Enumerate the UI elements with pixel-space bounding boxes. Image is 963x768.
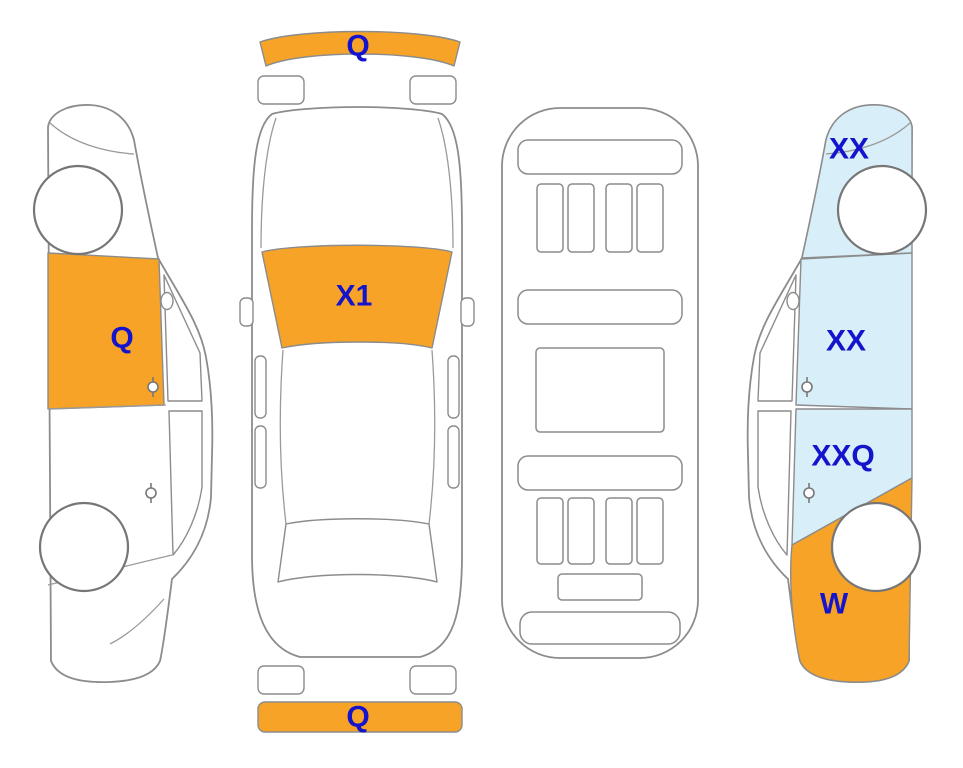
chassis-crossmember-front	[517, 139, 683, 175]
chassis-rail	[536, 497, 564, 565]
front-door-handle	[801, 377, 813, 397]
hood-seam-lines	[260, 117, 454, 249]
car-body-outline-top	[251, 106, 463, 658]
rear-wheel	[38, 501, 130, 593]
chassis-crossmember-rear	[517, 455, 683, 491]
chassis-rail	[636, 497, 664, 565]
roof-seam-lines	[279, 349, 436, 525]
damage-label-rear-bumper: Q	[346, 701, 369, 734]
damage-panel-front-bumper	[259, 30, 461, 67]
chassis-rail	[636, 183, 664, 253]
chassis-crossmember-mid	[517, 289, 683, 325]
rear-door-handle	[145, 483, 157, 503]
front-door-window	[757, 274, 797, 402]
chassis-rail	[567, 183, 595, 253]
chassis-rail	[567, 497, 595, 565]
rear-corner-piece-right	[409, 665, 457, 695]
chassis-rail	[605, 183, 633, 253]
front-wheel	[32, 164, 124, 256]
body-detail-lines	[825, 122, 911, 155]
damage-label-right-rear-quarter: W	[820, 588, 849, 621]
chassis-components	[517, 139, 683, 645]
front-door-window	[163, 274, 203, 402]
window-slot	[447, 425, 460, 489]
side-mirror	[160, 291, 174, 311]
damage-label-right-front-door: XX	[826, 325, 866, 358]
window-slot	[447, 355, 460, 419]
chassis-muffler	[557, 573, 643, 601]
chassis-rear-member	[519, 611, 681, 645]
damage-panel-windshield	[261, 244, 453, 349]
chassis-center-pan	[535, 347, 665, 433]
damage-label-right-front-fender: XX	[829, 133, 869, 166]
damage-panel-rear-bumper	[257, 701, 463, 733]
damage-label-windshield: X1	[336, 280, 373, 313]
side-mirror-left	[239, 297, 254, 327]
front-corner-piece-left	[257, 75, 305, 105]
chassis-rail	[536, 183, 564, 253]
front-corner-piece-right	[409, 75, 457, 105]
front-wheel	[836, 164, 928, 256]
rear-door-window	[757, 410, 792, 556]
rear-door-window	[168, 410, 203, 556]
rear-window	[277, 518, 438, 583]
damage-label-left-front-door: Q	[110, 322, 133, 355]
window-slot	[254, 425, 267, 489]
damage-label-right-rear-door: XXQ	[811, 440, 874, 473]
chassis-rail	[605, 497, 633, 565]
rear-door-handle	[803, 483, 815, 503]
window-slot	[254, 355, 267, 419]
front-door-handle	[147, 377, 159, 397]
top-view: Q X1 Q	[239, 30, 475, 734]
damage-panel-front-door	[47, 252, 165, 410]
side-window-slots	[254, 355, 460, 489]
underside-view	[501, 107, 699, 659]
rear-corner-piece-left	[257, 665, 305, 695]
left-side-view: Q	[32, 104, 214, 684]
side-mirror	[786, 291, 800, 311]
rear-wheel	[830, 501, 922, 593]
right-side-view: XX XX XXQ W	[746, 104, 928, 684]
side-mirror-right	[460, 297, 475, 327]
damage-label-front-bumper: Q	[346, 30, 369, 63]
